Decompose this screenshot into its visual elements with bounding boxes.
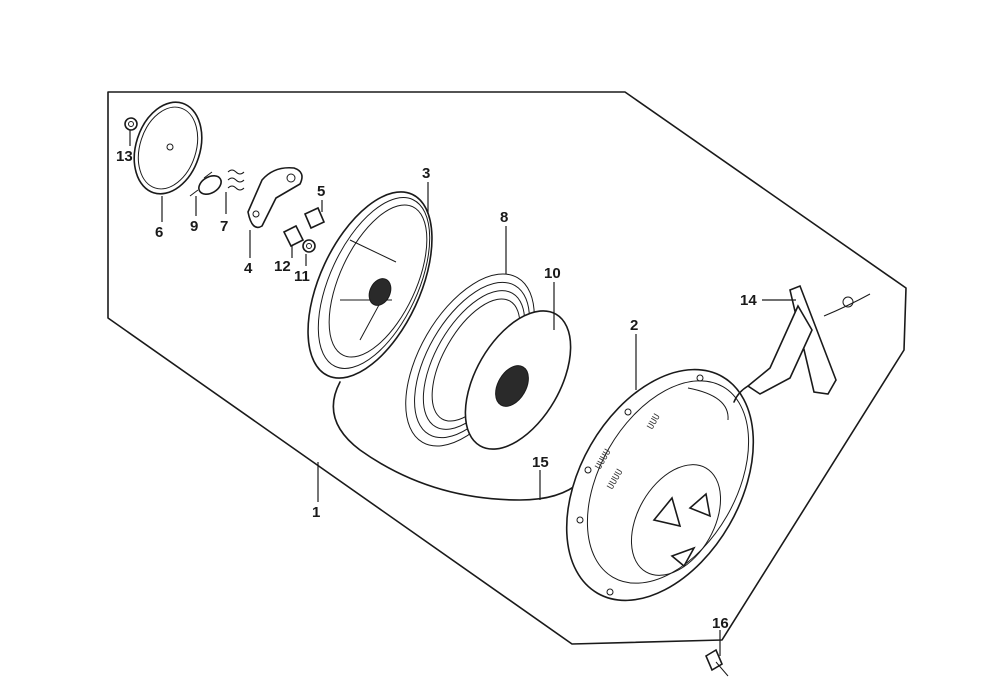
callout-1: 1 (312, 504, 320, 521)
part-13-nut (124, 117, 138, 131)
part-16-flange-bolt (704, 648, 729, 677)
part-10-spring-case (464, 310, 572, 450)
part-2-starter-case: UUUU UUUU UUU (565, 368, 755, 602)
part-15-starter-rope (332, 381, 581, 501)
part-12-pin (282, 224, 305, 248)
part-4-ratchet-pawl (247, 166, 303, 229)
callout-3: 3 (422, 165, 430, 182)
callout-labels: 1 2 3 4 5 6 7 8 9 10 11 12 13 14 15 16 (116, 148, 757, 632)
callout-2: 2 (630, 317, 638, 334)
part-14-starter-grip (733, 284, 871, 403)
callout-15: 15 (532, 454, 549, 471)
callout-6: 6 (155, 224, 163, 241)
callout-9: 9 (190, 218, 198, 235)
callout-14: 14 (740, 292, 757, 309)
callout-8: 8 (500, 209, 508, 226)
callout-4: 4 (244, 260, 253, 277)
callout-10: 10 (544, 265, 561, 282)
assembly-boundary (107, 91, 907, 645)
part-7-ratchet-spring (227, 169, 245, 191)
callout-13: 13 (116, 148, 133, 165)
callout-11: 11 (294, 268, 310, 285)
part-9-guide-bolt (189, 171, 222, 197)
leader-lines (129, 130, 796, 656)
part-11-washer (302, 239, 316, 253)
callout-7: 7 (220, 218, 228, 235)
part-6-cover-plate (133, 101, 203, 195)
callout-16: 16 (712, 615, 729, 632)
callout-12: 12 (274, 258, 291, 275)
part-3-starter-reel (307, 191, 433, 379)
part-5-pin (303, 206, 326, 230)
callout-5: 5 (317, 183, 325, 200)
